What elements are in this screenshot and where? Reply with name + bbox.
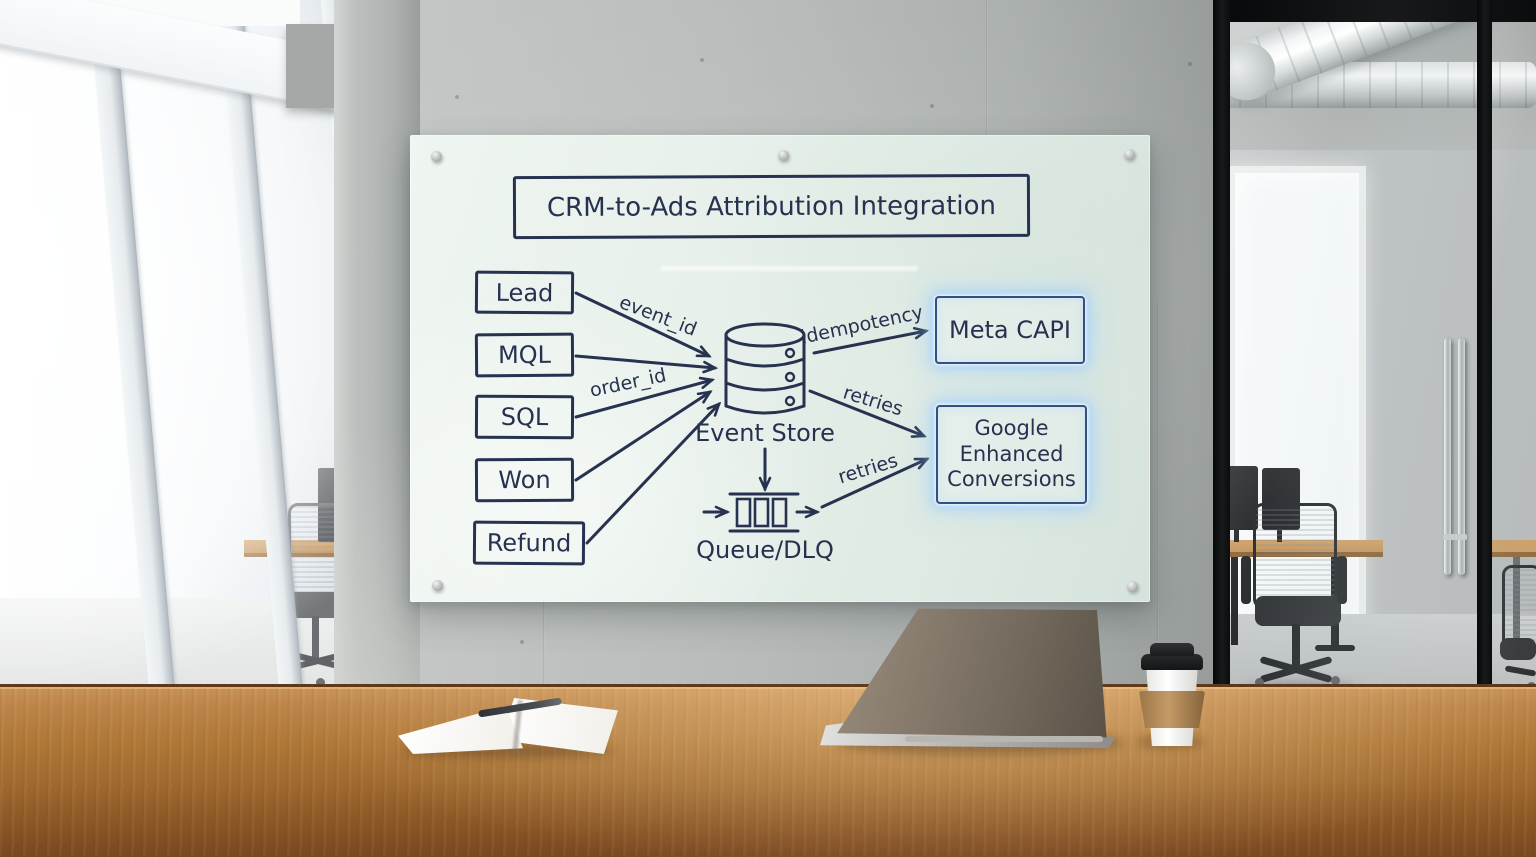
chair-armrest (1337, 556, 1347, 604)
source-box-sql: SQL (474, 394, 575, 440)
wall-tie-hole (930, 104, 934, 108)
wall-seam (986, 0, 988, 140)
pillar-light-patch (334, 430, 422, 700)
source-label: Lead (495, 278, 554, 307)
diagram-strokes (574, 291, 1150, 545)
door-handle-latch (1443, 534, 1467, 540)
source-label: Refund (486, 528, 572, 558)
arrow-sql-to-eventstore (574, 380, 712, 419)
wall-seam (1157, 300, 1159, 700)
standoff-pin (1127, 581, 1138, 592)
arrow-won-to-eventstore (574, 392, 710, 482)
chair-gas-lift (1292, 624, 1300, 668)
source-label: MQL (497, 340, 552, 370)
desk-monitor (1262, 468, 1300, 530)
meta-capi-label: Meta CAPI (949, 316, 1071, 344)
queue-buffer-icon (728, 492, 800, 533)
arrow-eventstore-to-metacapi (812, 331, 926, 355)
wood-desk (0, 684, 1536, 857)
source-box-refund: Refund (472, 520, 586, 566)
partition-frame-left (1213, 0, 1230, 700)
desk-foot (1315, 645, 1355, 651)
wall-tie-hole (520, 640, 524, 644)
wall-seam (543, 580, 545, 700)
arrow-eventstore-to-google (808, 389, 924, 436)
meta-capi-box: Meta CAPI (935, 296, 1085, 364)
arrow-queue-to-google (820, 457, 927, 509)
chair-caster (1331, 676, 1340, 685)
door-handle-bar (1444, 338, 1451, 575)
desk-leg (1231, 557, 1238, 645)
office-desk-edge (1215, 552, 1383, 557)
far-office-chair (1502, 565, 1536, 649)
google-label-line: Enhanced (959, 441, 1064, 466)
coffee-cup-sleeve (1139, 691, 1205, 728)
far-desk-edge (1487, 552, 1536, 557)
source-label: Won (498, 465, 551, 495)
source-box-mql: MQL (474, 332, 575, 378)
glass-whiteboard: CRM-to-Ads Attribution Integration Lead … (410, 135, 1150, 602)
arrow-mql-to-eventstore (574, 354, 715, 368)
concrete-corbel (286, 24, 338, 108)
coffee-cup-lid (1141, 654, 1203, 670)
standoff-pin (432, 580, 443, 591)
office-chair-back (1253, 503, 1337, 609)
coffee-cup-lid-cap (1150, 643, 1194, 656)
standoff-pin (1124, 149, 1135, 160)
standoff-pin (431, 151, 442, 162)
monitor-stand (1277, 530, 1282, 542)
source-box-lead: Lead (474, 270, 575, 315)
office-chair-seat (1255, 596, 1341, 626)
source-box-won: Won (474, 457, 575, 503)
standoff-pin (778, 150, 789, 161)
far-desk (1487, 540, 1536, 552)
window-wall (0, 0, 411, 706)
wall-tie-hole (1188, 62, 1192, 66)
chair-caster (1255, 678, 1264, 687)
event-store-label: Event Store (695, 419, 835, 447)
queue-dlq-label: Queue/DLQ (696, 536, 834, 564)
diagram-title: CRM-to-Ads Attribution Integration (546, 190, 997, 223)
database-cylinder-icon (724, 322, 806, 415)
far-chair-seat (1500, 638, 1536, 660)
partition-frame-top (1213, 0, 1536, 22)
laptop-hinge (905, 736, 1103, 742)
arrow-refund-to-eventstore (585, 404, 719, 545)
chair-armrest (1241, 556, 1251, 604)
google-enhanced-conversions-box: Google Enhanced Conversions (936, 405, 1087, 504)
diagram-title-box: CRM-to-Ads Attribution Integration (512, 173, 1031, 240)
wall-tie-hole (700, 58, 704, 62)
far-desk-leg (1513, 557, 1520, 647)
office-desk (1215, 540, 1383, 552)
glass-reflection-streak (660, 266, 918, 271)
monitor-stand (1234, 530, 1239, 542)
google-label-line: Conversions (947, 467, 1076, 492)
arrow-lead-to-eventstore (574, 291, 709, 358)
door-handle-bar (1458, 338, 1465, 575)
google-label-line: Google (974, 416, 1049, 441)
partition-frame-mullion (1477, 0, 1492, 700)
source-label: SQL (500, 402, 549, 432)
wall-tie-hole (455, 95, 459, 99)
